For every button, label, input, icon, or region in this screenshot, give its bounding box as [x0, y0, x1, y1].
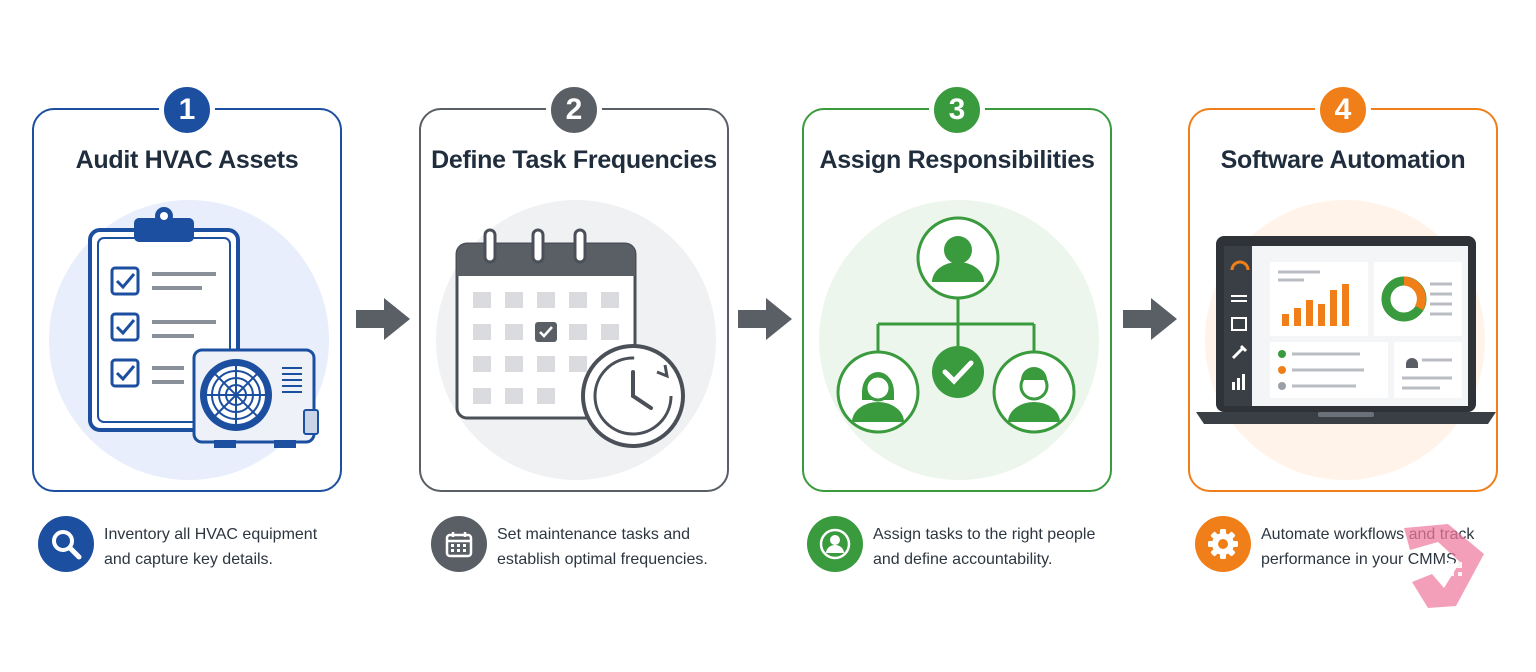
step-description-line: performance in your CMMS.: [1261, 551, 1462, 568]
hvac-unit-icon: [192, 348, 319, 448]
team-member-avatar-icon: [836, 350, 920, 434]
step-badge-3: 3: [929, 82, 985, 138]
gear-icon: [1195, 516, 1251, 572]
clock-icon: [581, 344, 685, 448]
step-badge-4: 4: [1315, 82, 1371, 138]
step-badge-1: 1: [159, 82, 215, 138]
step-card-frequencies: 2 Define Task Frequencies: [419, 82, 729, 492]
magnifier-icon: [38, 516, 94, 572]
arrow-right-icon: [356, 298, 410, 340]
step-title-2: Define Task Frequencies: [431, 146, 717, 174]
checkbox-icon: [110, 266, 216, 296]
step-description-2: Set maintenance tasks and establish opti…: [431, 516, 761, 576]
step-description-1: Inventory all HVAC equipment and capture…: [38, 516, 368, 576]
team-member-avatar-icon: [992, 350, 1076, 434]
step-title-4: Software Automation: [1220, 146, 1466, 174]
person-icon: [807, 516, 863, 572]
laptop-icon: [1196, 236, 1496, 424]
laptop-dashboard-illustration: [1196, 200, 1496, 480]
watermark-logo-icon: [1404, 524, 1484, 608]
step-description-line: and capture key details.: [104, 551, 273, 568]
step-card-automation: 4 Software Automation: [1188, 82, 1498, 492]
arrow-right-icon: [1123, 298, 1177, 340]
check-circle-icon: [932, 346, 984, 398]
calendar-clock-illustration: [436, 200, 716, 480]
org-chart-illustration: [819, 200, 1099, 480]
step-description-line: and define accountability.: [873, 551, 1053, 568]
step-description-4: Automate workflows and track performance…: [1195, 516, 1515, 576]
checkbox-icon: [110, 358, 184, 388]
step-description-line: Set maintenance tasks and: [497, 526, 691, 543]
calendar-icon: [431, 516, 487, 572]
step-card-audit: 1 Audit HVAC Assets: [32, 82, 342, 492]
step-card-responsibilities: 3 Assign Responsibilities: [802, 82, 1112, 492]
checkbox-icon: [110, 312, 216, 342]
step-description-line: establish optimal frequencies.: [497, 551, 708, 568]
step-badge-2: 2: [546, 82, 602, 138]
clipboard-hvac-illustration: [49, 200, 329, 480]
arrow-right-icon: [738, 298, 792, 340]
step-description-line: Inventory all HVAC equipment: [104, 526, 318, 543]
step-title-3: Assign Responsibilities: [819, 146, 1095, 174]
step-description-line: Assign tasks to the right people: [873, 526, 1096, 543]
step-title-1: Audit HVAC Assets: [75, 146, 299, 174]
step-description-3: Assign tasks to the right people and def…: [807, 516, 1137, 576]
manager-avatar-icon: [916, 216, 1000, 300]
